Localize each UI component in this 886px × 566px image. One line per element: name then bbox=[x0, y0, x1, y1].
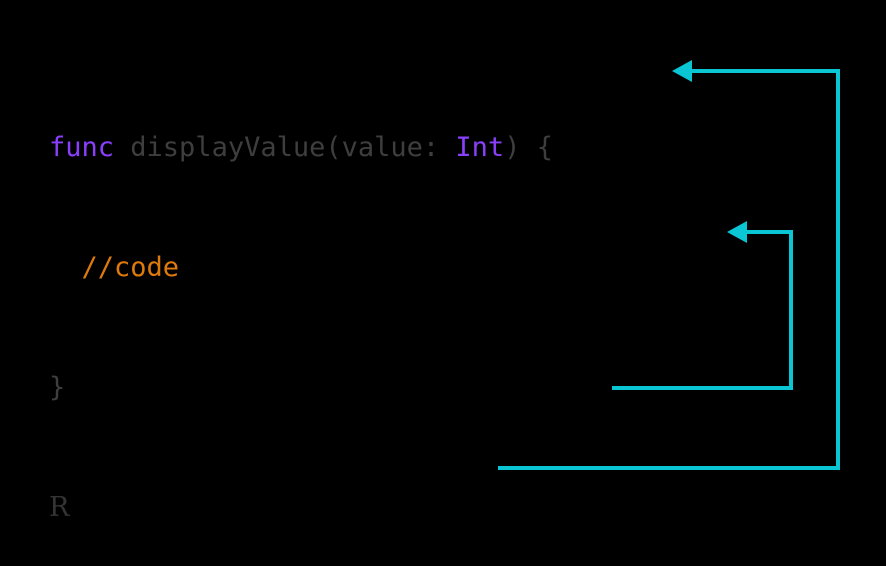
stray-letter-r: R bbox=[49, 488, 749, 528]
code-token: ) { bbox=[504, 132, 553, 163]
code-token: R bbox=[49, 492, 70, 523]
code-token: displayValue(value: bbox=[114, 132, 456, 163]
code-token: Int bbox=[455, 132, 505, 163]
code-token: //code bbox=[81, 252, 180, 283]
code-token bbox=[49, 252, 82, 283]
code-token: func bbox=[49, 132, 115, 163]
code-block: func displayValue(value: Int) { //code }… bbox=[49, 48, 749, 566]
code-token: } bbox=[49, 372, 66, 403]
comment-code-1: //code bbox=[49, 248, 749, 288]
closing-brace-1: } bbox=[49, 368, 749, 408]
func-displayvalue-int-signature: func displayValue(value: Int) { bbox=[49, 128, 749, 168]
